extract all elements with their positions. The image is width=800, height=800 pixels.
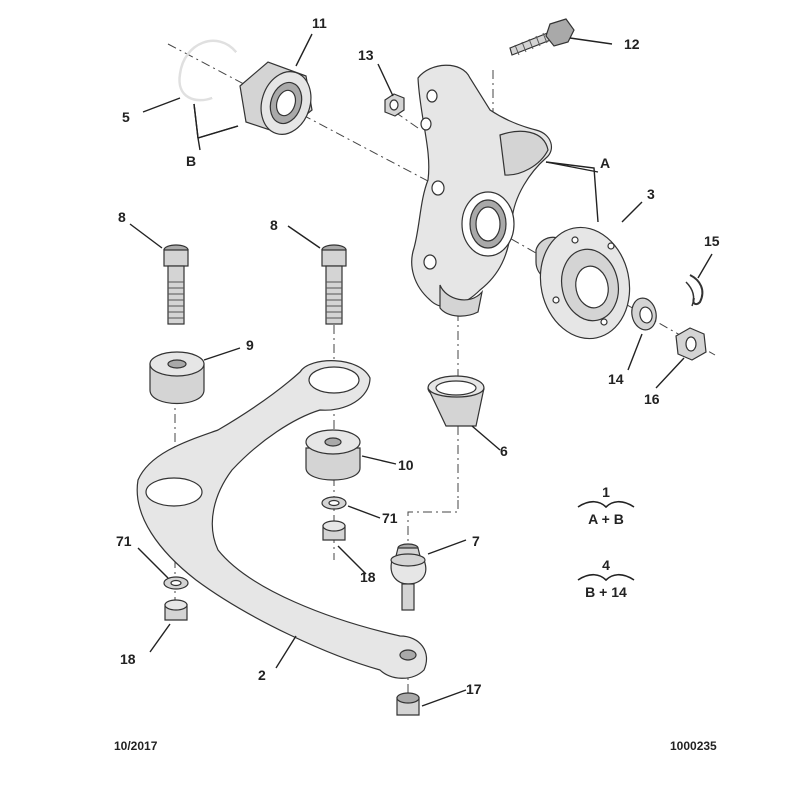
label-8-right: 8 <box>270 217 278 233</box>
leader-lines <box>129 33 713 707</box>
wheel-hub-3 <box>535 226 631 340</box>
legend-4-formula: B + 14 <box>585 584 627 600</box>
legend-1-number: 1 <box>602 484 610 500</box>
label-17: 17 <box>466 681 482 697</box>
label-2: 2 <box>258 667 266 683</box>
label-7: 7 <box>472 533 480 549</box>
label-16: 16 <box>644 391 660 407</box>
label-5: 5 <box>122 109 130 125</box>
nut-13 <box>384 93 405 117</box>
bolt-8-left <box>163 244 189 325</box>
cotter-pin-15 <box>685 274 704 307</box>
footer-date: 10/2017 <box>114 739 158 753</box>
label-A: A <box>600 155 610 171</box>
label-18-left: 18 <box>120 651 136 667</box>
nut-14 <box>631 297 657 331</box>
label-71-right: 71 <box>382 510 398 526</box>
circlip-5 <box>178 39 237 102</box>
label-10: 10 <box>398 457 414 473</box>
label-11: 11 <box>312 15 327 31</box>
bolt-8-right <box>321 244 347 325</box>
castle-nut-16 <box>675 327 707 361</box>
legend-item-1: 1 A + B <box>577 484 635 527</box>
ball-joint-7 <box>390 543 427 611</box>
callout-labels: 11 12 13 5 B A 3 15 14 16 8 8 9 10 6 71 … <box>116 15 720 697</box>
washer-71-left <box>163 576 189 590</box>
footer: 10/2017 1000235 <box>114 739 717 753</box>
label-71-left: 71 <box>116 533 132 549</box>
bearing-11 <box>239 61 313 135</box>
nut-17 <box>396 692 420 716</box>
steering-knuckle <box>411 64 553 317</box>
bushing-9 <box>149 351 205 405</box>
footer-reference: 1000235 <box>670 739 717 753</box>
legend: 1 A + B 4 B + 14 <box>577 484 635 600</box>
label-13: 13 <box>358 47 374 63</box>
label-14: 14 <box>608 371 624 387</box>
label-B: B <box>186 153 196 169</box>
bushing-10 <box>305 429 361 481</box>
label-12: 12 <box>624 36 640 52</box>
legend-4-number: 4 <box>602 557 610 573</box>
legend-1-formula: A + B <box>588 511 624 527</box>
sleeve-6 <box>427 375 485 427</box>
label-3: 3 <box>647 186 655 202</box>
nut-18-right <box>322 520 346 541</box>
bolt-12 <box>509 18 575 56</box>
washer-71-right <box>321 496 347 510</box>
label-9: 9 <box>246 337 254 353</box>
legend-item-4: 4 B + 14 <box>577 557 635 600</box>
nut-18-left <box>164 599 188 621</box>
lower-control-arm-2 <box>136 360 428 679</box>
label-15: 15 <box>704 233 720 249</box>
label-6: 6 <box>500 443 508 459</box>
label-18-right: 18 <box>360 569 376 585</box>
label-8-left: 8 <box>118 209 126 225</box>
